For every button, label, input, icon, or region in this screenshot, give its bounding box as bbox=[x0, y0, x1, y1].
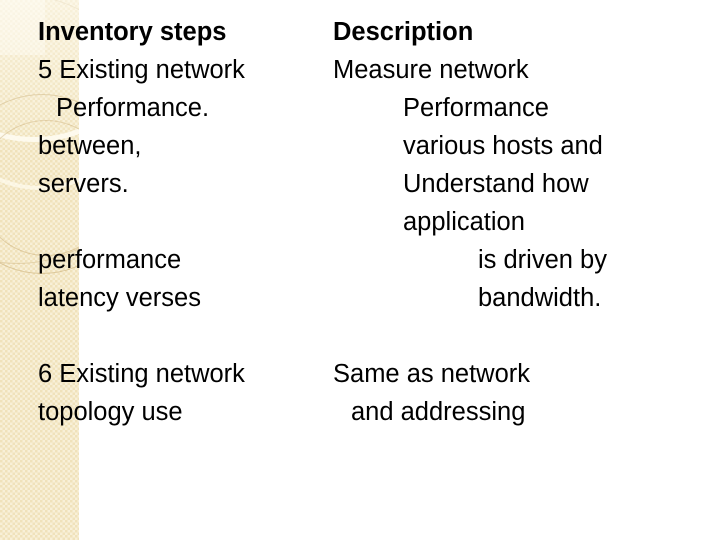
row-5-right-line-4: application bbox=[403, 208, 525, 236]
row-5-left-line-6: latency verses bbox=[38, 284, 201, 312]
row-5-right-line-3: Understand how bbox=[403, 170, 589, 198]
row-5-left-line-3: servers. bbox=[38, 170, 129, 198]
row-5-right-line-6: bandwidth. bbox=[478, 284, 602, 312]
column-header-inventory-steps: Inventory steps bbox=[38, 18, 227, 46]
row-5-right-line-1: Performance bbox=[403, 94, 549, 122]
row-5-right-line-0: Measure network bbox=[333, 56, 529, 84]
row-5-right-line-5: is driven by bbox=[478, 246, 607, 274]
column-header-description: Description bbox=[333, 18, 474, 46]
row-6-right-line-0: Same as network bbox=[333, 360, 531, 388]
row-5-left-line-1: Performance. bbox=[56, 94, 210, 122]
row-5-right-line-2: various hosts and bbox=[403, 132, 603, 160]
row-5-left-line-5: performance bbox=[38, 246, 182, 274]
row-5-left-line-0: 5 Existing network bbox=[38, 56, 245, 84]
row-6-right-line-1: and addressing bbox=[351, 398, 526, 426]
row-6-left-line-0: 6 Existing network bbox=[38, 360, 245, 388]
row-6-left-line-1: topology use bbox=[38, 398, 183, 426]
row-5-left-line-2: between, bbox=[38, 132, 142, 160]
